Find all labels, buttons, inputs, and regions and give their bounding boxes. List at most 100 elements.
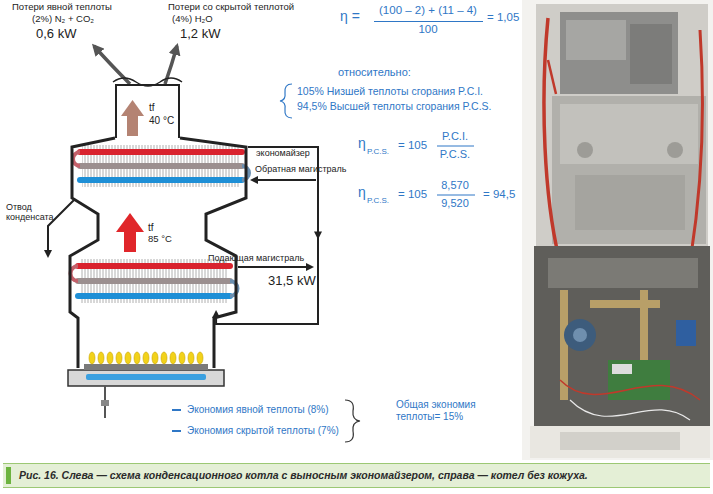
boiler-casing-part [70, 138, 115, 368]
burner-part-part [134, 352, 140, 364]
main-exchanger-coils-part [78, 293, 230, 299]
burner-part-part [125, 352, 131, 364]
text-label: Отвод конденсата [6, 202, 68, 223]
text-label: 105% Низшей теплоты сгорания P.C.I. [297, 85, 483, 97]
boiler-photo-part [522, 0, 713, 460]
text-label: = 105 [398, 139, 427, 152]
text-label: = 105 [398, 188, 427, 201]
hot-gas-arrow [116, 213, 144, 252]
text-label: P.C.S. [367, 147, 389, 156]
text-label: η = [340, 8, 360, 24]
boiler-photo-part [560, 104, 698, 164]
economizer-coils-part [80, 163, 242, 169]
node-text: 31,5 kW [268, 274, 316, 289]
text-label: (2%) N₂ + CO₂ [32, 14, 94, 25]
burner-part-part [143, 352, 149, 364]
burner-part-part [188, 352, 194, 364]
flue-gas-arrow-part [127, 114, 138, 136]
boiler-photo-part [608, 360, 670, 400]
text-label: tf [148, 222, 154, 234]
main-exchanger-coils [71, 259, 238, 303]
main-exchanger-coils-part [78, 278, 230, 284]
boiler-photo-part [630, 24, 672, 84]
text-label: относительно: [338, 66, 411, 79]
text-label: = 94,5 [483, 188, 515, 201]
brace [345, 400, 360, 442]
flue-gas-arrow [121, 100, 144, 136]
boiler-photo-part [536, 4, 708, 304]
burner-part [89, 352, 203, 364]
text-label: P.C.S. [367, 196, 389, 205]
text-label: (100 – 2) + (11 – 4) [379, 4, 477, 17]
hot-gas-arrow-part [124, 231, 136, 252]
boiler-photo-part [690, 30, 702, 262]
boiler-photo-part [544, 18, 560, 262]
text-label: 0,6 kW [36, 27, 76, 42]
flow-arrow [314, 232, 322, 240]
boiler-photo [522, 0, 713, 460]
boiler-photo-part [573, 328, 587, 342]
boiler-photo-part [548, 60, 556, 94]
text-label: η [358, 135, 366, 151]
text-label: Общая экономия теплоты= 15% [396, 399, 491, 422]
burner-part [68, 370, 224, 386]
burner-part-part [98, 352, 104, 364]
boiler-photo-part [548, 258, 698, 288]
burner-part-part [152, 352, 158, 364]
caption-bar [6, 467, 11, 484]
economizer-coils [73, 145, 249, 187]
burner-part-part [179, 352, 185, 364]
flue-gas-arrow-part [121, 100, 144, 116]
hot-gas-arrow-part [116, 213, 144, 232]
node-text: экономайзер [256, 148, 310, 158]
text-label: 1,2 kW [180, 27, 220, 42]
text-label: = 1,05 [487, 11, 519, 24]
caption-band: Рис. 16. Слева — схема конденсационного … [3, 463, 710, 488]
boiler-photo-part [552, 96, 706, 244]
legend-dash [172, 430, 181, 432]
text-label: Потери явной теплоты [12, 2, 112, 13]
text-label: 85 °C [148, 234, 172, 245]
boiler-photo-part [530, 426, 710, 458]
legend-text: Экономия явной теплоты (8%) [187, 404, 329, 415]
boiler-photo-part [612, 364, 632, 374]
loss-arrows [94, 46, 177, 84]
legend-row: Экономия скрытой теплоты (7%) [172, 425, 339, 437]
component-box: tf40 °C [115, 84, 180, 138]
burner-part-part [86, 374, 206, 380]
text-label: η [358, 184, 366, 200]
formula-lines-part [374, 21, 483, 22]
node-text: tf [149, 102, 178, 114]
return-arrow [252, 179, 316, 181]
boiler-photo-part [560, 432, 680, 450]
legend-text: Экономия скрытой теплоты (7%) [187, 425, 339, 436]
burner-part-part [89, 352, 95, 364]
text-label: 100 [418, 23, 437, 36]
economizer-coils-part [73, 152, 80, 166]
boiler-photo-part [534, 246, 710, 426]
formula-lines-part [437, 195, 475, 196]
boiler-photo-part [560, 380, 700, 400]
boiler-photo-part [570, 400, 690, 420]
node-text: 40 °C [149, 115, 178, 127]
economizer-coils-part [80, 149, 242, 155]
supply-arrow [238, 266, 312, 268]
boiler-photo-part [577, 142, 593, 158]
boiler-photo-part [667, 142, 683, 158]
main-exchanger-coils-part [78, 263, 230, 269]
text-label: P.C.S. [440, 148, 470, 161]
condensate-drain [48, 200, 74, 256]
text-label: 8,570 [441, 179, 469, 192]
burner-part-part [161, 352, 167, 364]
boiler-photo-part [564, 319, 596, 351]
boiler-photo-part [560, 12, 678, 94]
text-label: 9,520 [441, 197, 469, 210]
boiler-photo-part [566, 20, 626, 60]
text-label: (4%) H₂O [172, 14, 213, 25]
text-label: Подающая магистраль [208, 253, 304, 263]
burner-part [84, 364, 208, 370]
boiler-photo-part [575, 175, 685, 230]
burner-part-part [170, 352, 176, 364]
formula-lines-part [437, 146, 474, 147]
